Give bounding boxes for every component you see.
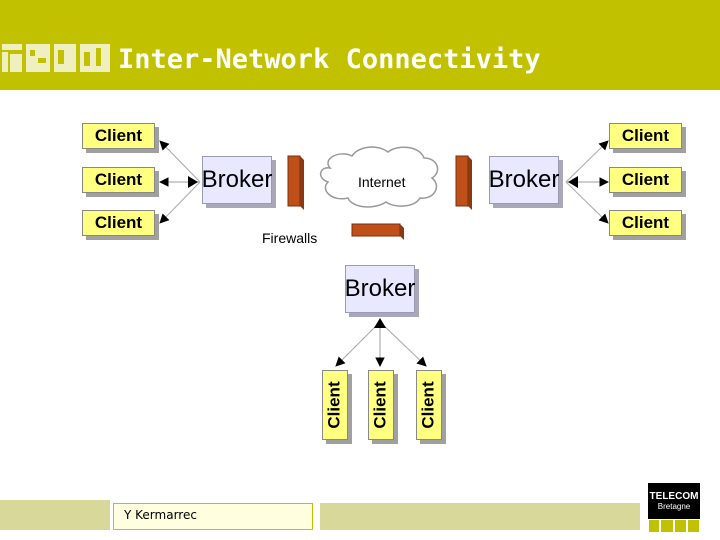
- footer-author: Y Kermarrec: [124, 508, 197, 522]
- broker-bottom[interactable]: Broker: [345, 265, 415, 313]
- broker-left[interactable]: Broker: [202, 156, 272, 204]
- connector-line: [565, 181, 609, 224]
- client-bottom-3[interactable]: Client: [416, 370, 442, 440]
- client-left-2[interactable]: Client: [82, 167, 155, 193]
- firewall-bottom: [351, 223, 401, 237]
- connector-line: [335, 321, 381, 367]
- footer-author-box: [113, 503, 313, 530]
- institution-logo-icon: [2, 44, 110, 72]
- connector-line: [159, 181, 201, 224]
- firewalls-label: Firewalls: [262, 230, 318, 246]
- institution-mark-icon: [649, 520, 699, 532]
- connector-line: [379, 321, 427, 367]
- connector-line: [565, 140, 609, 183]
- footer-strip-left: [0, 500, 110, 530]
- telecom-bretagne-logo-icon: TELECOM Bretagne: [648, 483, 700, 519]
- client-left-3[interactable]: Client: [82, 210, 155, 236]
- broker-right[interactable]: Broker: [489, 156, 559, 204]
- internet-cloud-icon: [319, 146, 439, 208]
- client-right-2[interactable]: Client: [609, 167, 682, 193]
- client-right-3[interactable]: Client: [609, 210, 682, 236]
- footer-bar: [320, 503, 640, 530]
- client-bottom-2[interactable]: Client: [368, 370, 394, 440]
- client-right-1[interactable]: Client: [609, 123, 682, 149]
- internet-label: Internet: [358, 174, 406, 190]
- client-left-1[interactable]: Client: [82, 123, 155, 149]
- network-diagram: [159, 140, 609, 367]
- firewall-left: [287, 155, 301, 207]
- page-title: Inter-Network Connectivity: [118, 44, 541, 75]
- connector-line: [159, 140, 201, 183]
- client-bottom-1[interactable]: Client: [322, 370, 348, 440]
- firewall-right: [455, 155, 469, 207]
- header-bar: Inter-Network Connectivity: [0, 0, 720, 90]
